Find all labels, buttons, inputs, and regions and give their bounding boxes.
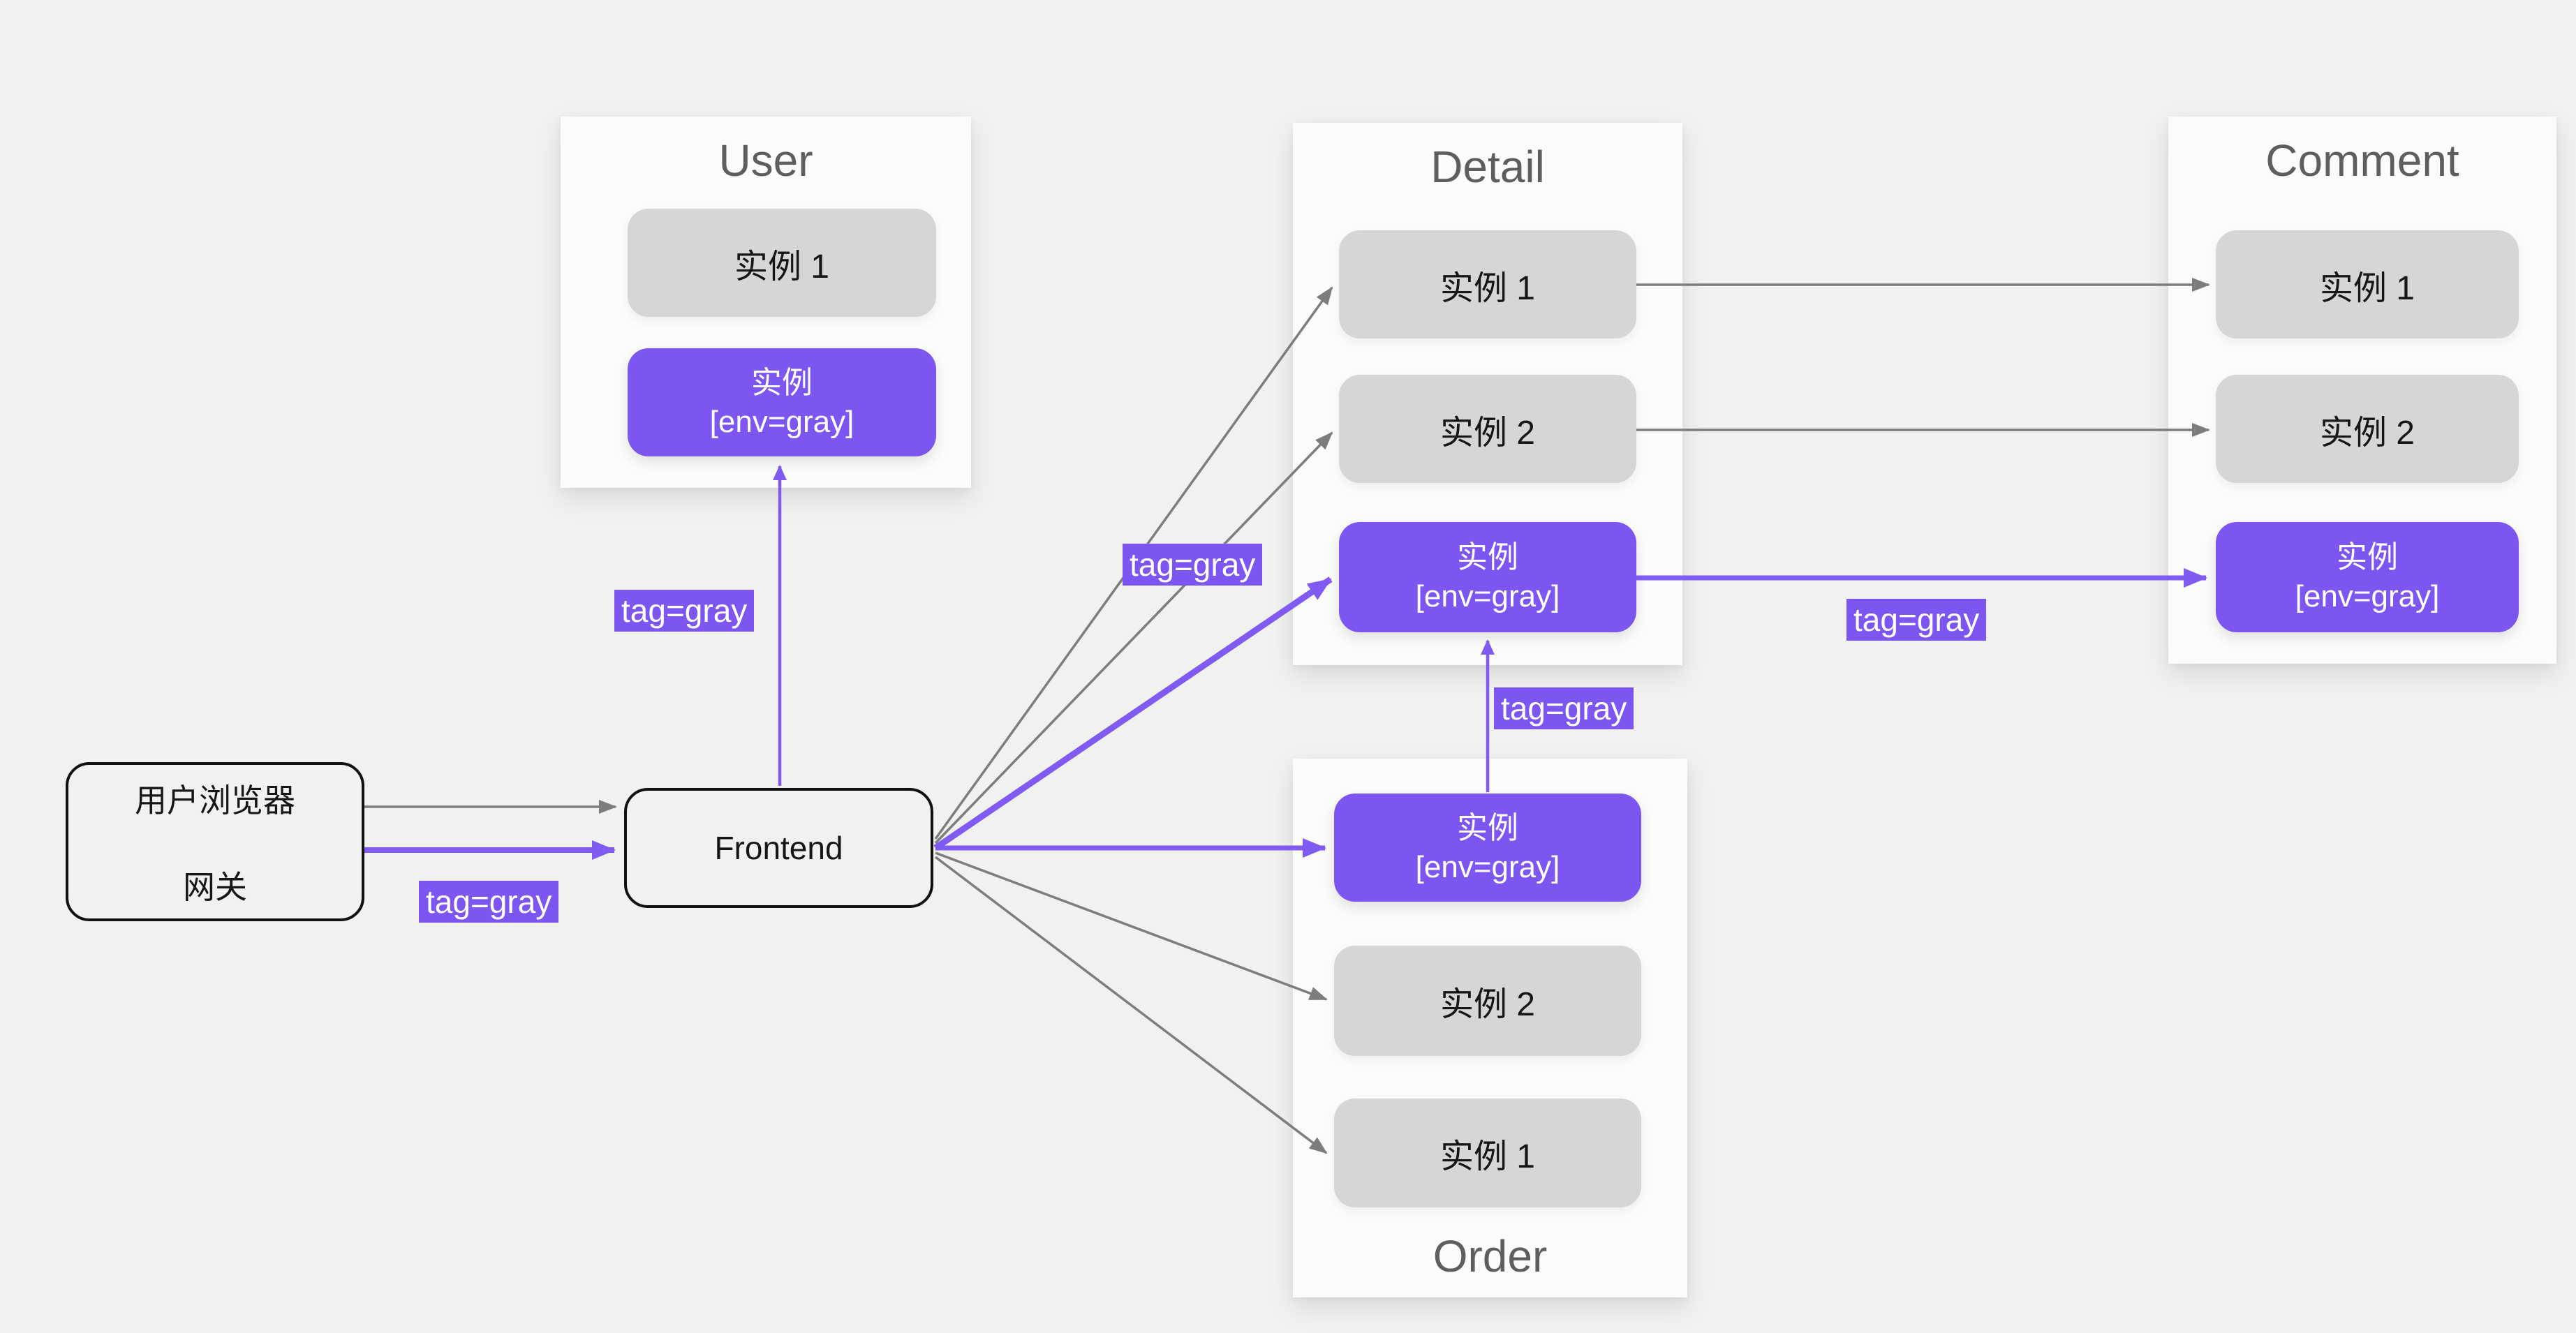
group-title-comment: Comment [2265, 135, 2459, 186]
gateway-line-gateway: 网关 [183, 869, 247, 905]
tag-label-gateway-frontend: tag=gray [419, 881, 559, 923]
instance-label: 实例 2 [1439, 414, 1536, 452]
group-card-user: User 实例 1 实例 [env=gray] [561, 117, 971, 488]
order-instance-gray: 实例 [env=gray] [1334, 794, 1641, 902]
group-card-order: 实例 [env=gray] 实例 2 实例 1 Order [1293, 759, 1687, 1297]
instance-sublabel: [env=gray] [1415, 579, 1560, 613]
instance-sublabel: [env=gray] [2295, 579, 2440, 613]
instance-label: 实例 1 [2319, 269, 2415, 307]
group-title-user: User [718, 135, 813, 186]
instance-sublabel: [env=gray] [1415, 849, 1560, 884]
order-instance-2: 实例 2 [1334, 946, 1641, 1056]
instance-label: 实例 2 [2319, 414, 2415, 452]
group-title-detail: Detail [1430, 142, 1545, 192]
comment-instance-gray: 实例 [env=gray] [2216, 522, 2519, 632]
detail-instance-gray: 实例 [env=gray] [1339, 522, 1636, 632]
instance-label: 实例 [751, 365, 813, 400]
user-instance-gray: 实例 [env=gray] [628, 348, 936, 456]
gateway-line-browser: 用户浏览器 [135, 782, 295, 819]
frontend-node: Frontend [624, 788, 933, 908]
instance-label: 实例 1 [1439, 1138, 1536, 1175]
detail-instance-2: 实例 2 [1339, 375, 1636, 483]
group-card-comment: Comment 实例 1 实例 2 实例 [env=gray] [2168, 117, 2556, 664]
comment-instance-1: 实例 1 [2216, 230, 2519, 338]
instance-label: 实例 1 [734, 248, 830, 285]
instance-label: 实例 [1457, 540, 1518, 574]
tag-label-detail-comment: tag=gray [1846, 599, 1987, 641]
arrow-frontend-detail-gray [933, 576, 1333, 851]
tag-label-frontend-user: tag=gray [614, 590, 755, 632]
instance-label: 实例 [1457, 810, 1518, 845]
instance-label: 实例 2 [1439, 986, 1536, 1023]
instance-label: 实例 1 [1439, 269, 1536, 307]
instance-label: 实例 [2337, 540, 2398, 574]
comment-instance-2: 实例 2 [2216, 375, 2519, 483]
instance-sublabel: [env=gray] [709, 404, 854, 439]
arrow-frontend-order-1 [934, 856, 1328, 1154]
detail-instance-1: 实例 1 [1339, 230, 1636, 338]
order-instance-1: 实例 1 [1334, 1099, 1641, 1207]
tag-label-frontend-detail: tag=gray [1123, 544, 1263, 586]
group-title-order: Order [1433, 1231, 1548, 1281]
arrow-frontend-order-2 [935, 851, 1328, 1001]
arrow-frontend-detail-2 [934, 431, 1333, 844]
frontend-label: Frontend [714, 830, 843, 866]
gateway-node: 用户浏览器 网关 [66, 762, 364, 921]
tag-label-order-detail: tag=gray [1494, 687, 1634, 729]
user-instance-1: 实例 1 [628, 209, 936, 317]
group-card-detail: Detail 实例 1 实例 2 实例 [env=gray] [1293, 123, 1682, 665]
